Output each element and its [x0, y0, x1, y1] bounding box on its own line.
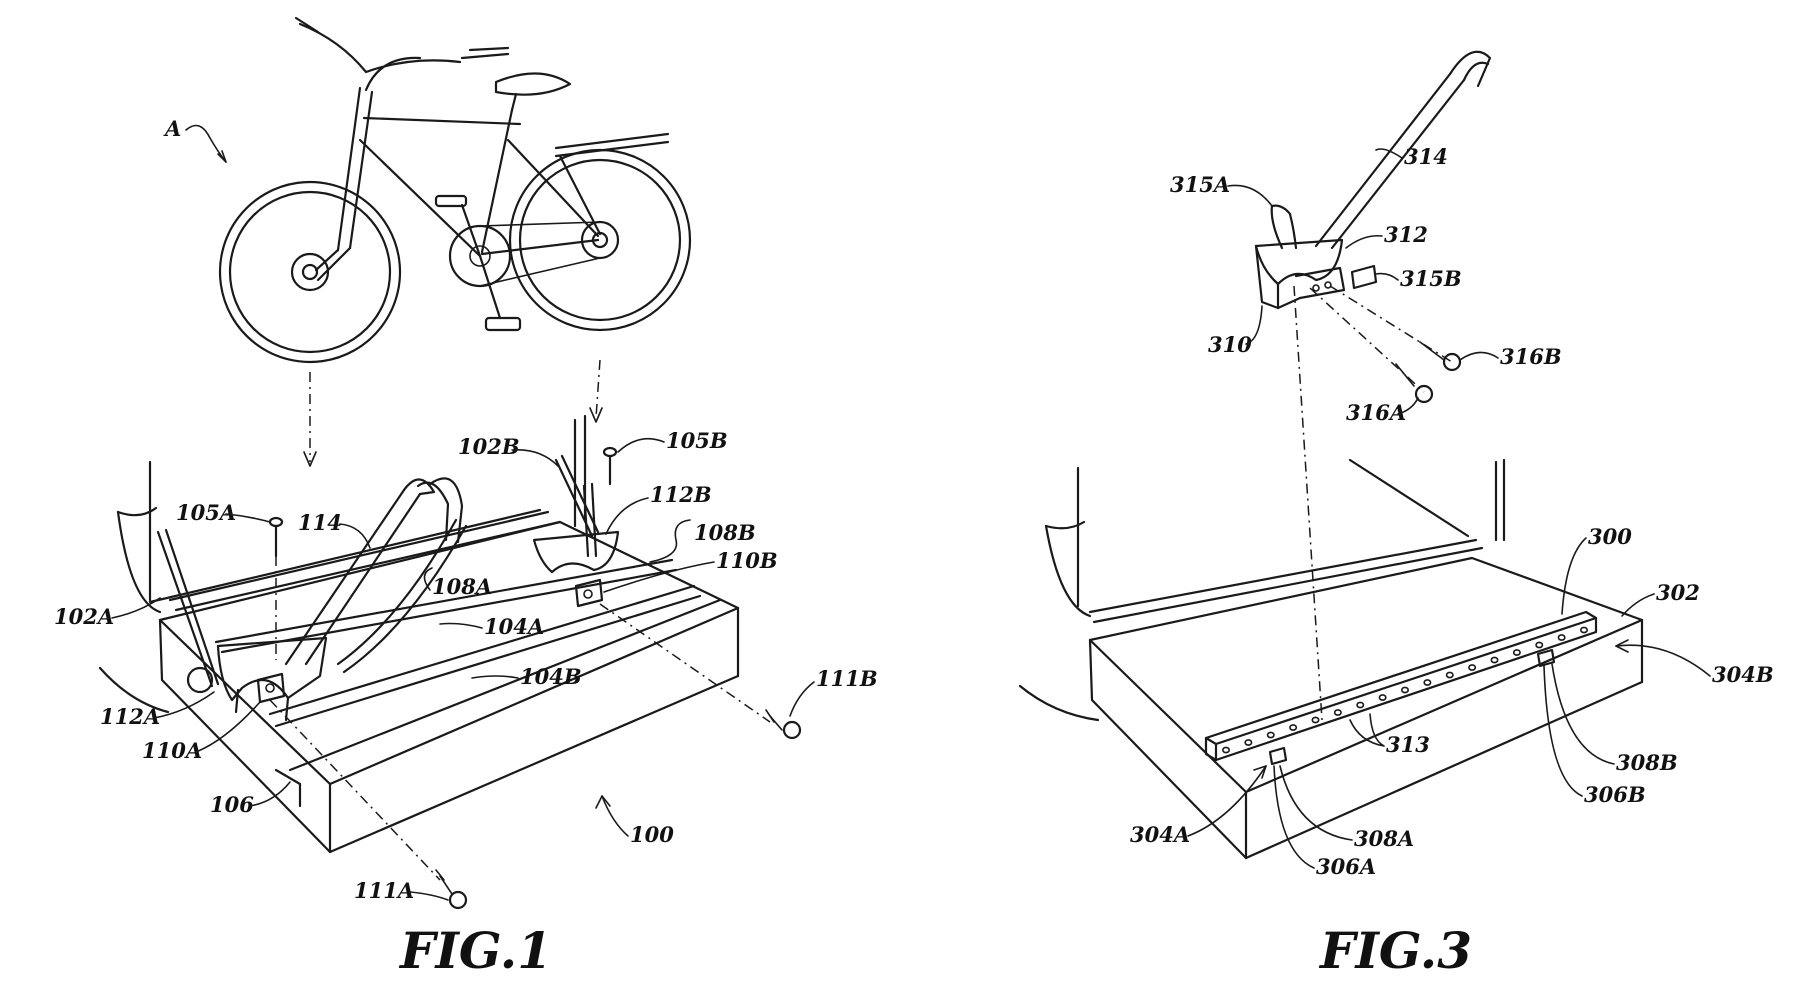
leader-111b	[790, 682, 814, 716]
rail-hole	[1536, 642, 1542, 647]
label-111b: 111B	[816, 666, 878, 691]
leader-114	[340, 524, 370, 548]
leader-105b	[618, 439, 664, 452]
label-112a: 112A	[100, 704, 160, 729]
rail-hole	[1558, 635, 1564, 640]
leader-316b	[1460, 352, 1498, 360]
vehicle-body-1	[100, 416, 585, 712]
leader-304a	[1188, 766, 1266, 836]
label-316a: 316A	[1346, 400, 1406, 425]
leader-302	[1622, 594, 1654, 616]
rail-hole	[1245, 740, 1251, 745]
label-308b: 308B	[1616, 750, 1678, 775]
label-313: 313	[1386, 732, 1430, 757]
mount-306a	[1270, 748, 1286, 764]
leader-104b	[472, 676, 518, 678]
label-102a: 102A	[54, 604, 114, 629]
label-304a: 304A	[1130, 822, 1190, 847]
leader-315b	[1376, 274, 1398, 280]
leader-110a	[196, 702, 260, 752]
figure-3-title: FIG.3	[1318, 921, 1472, 980]
leader-112b	[606, 498, 648, 534]
label-108b: 108B	[694, 520, 756, 545]
leader-306b	[1544, 666, 1582, 796]
pin-105b-head	[604, 448, 616, 456]
label-104b: 104B	[520, 664, 582, 689]
key-path-316b	[1330, 286, 1452, 362]
label-306b: 306B	[1584, 782, 1646, 807]
label-108a: 108A	[432, 574, 492, 599]
rail-hole	[1357, 702, 1363, 707]
leader-308b	[1552, 664, 1614, 764]
key-111b-path	[600, 604, 770, 722]
leader-306a	[1274, 766, 1314, 868]
label-312: 312	[1384, 222, 1428, 247]
rail-hole	[1402, 687, 1408, 692]
label-111a: 111A	[354, 878, 414, 903]
leader-112a	[154, 692, 214, 718]
label-308a: 308A	[1354, 826, 1414, 851]
rail-hole	[1424, 680, 1430, 685]
bicycle	[208, 18, 690, 374]
leader-104a	[440, 624, 482, 629]
label-bicycle: A	[163, 116, 181, 141]
label-314: 314	[1404, 144, 1448, 169]
label-105a: 105A	[176, 500, 236, 525]
arrowhead-100	[596, 796, 610, 808]
rail-hole	[1514, 650, 1520, 655]
rail-hole	[1581, 627, 1587, 632]
key-111a-path	[270, 700, 440, 880]
label-304b: 304B	[1712, 662, 1774, 687]
rail-hole	[1379, 695, 1385, 700]
vehicle-body-3	[1020, 460, 1504, 720]
label-112b: 112B	[650, 482, 712, 507]
label-300: 300	[1588, 524, 1632, 549]
label-114: 114	[298, 510, 342, 535]
leader-106	[250, 782, 290, 806]
bracket-108b	[650, 520, 690, 562]
label-315a: 315A	[1170, 172, 1230, 197]
label-110a: 110A	[142, 738, 202, 763]
key-316b	[1420, 342, 1460, 370]
key-111b	[766, 710, 800, 738]
platform-302	[1090, 558, 1642, 858]
rail-hole	[1312, 717, 1318, 722]
label-110b: 110B	[716, 548, 778, 573]
rail-hole	[1469, 665, 1475, 670]
rail-hole	[1223, 747, 1229, 752]
leader-315a	[1228, 185, 1272, 206]
leader-313	[1350, 714, 1384, 746]
label-105b: 105B	[666, 428, 728, 453]
figure-1-title: FIG.1	[398, 921, 552, 980]
drop-line-bracket	[1294, 286, 1322, 720]
label-316b: 316B	[1500, 344, 1562, 369]
label-104a: 104A	[484, 614, 544, 639]
label-306a: 306A	[1316, 854, 1376, 879]
rail-hole	[1268, 732, 1274, 737]
leader-304b	[1616, 645, 1710, 676]
leader-300	[1562, 538, 1586, 614]
drop-line-rear	[596, 360, 600, 418]
figure-3: 314 315A 312 315B 310 316B 316A 300 302 …	[1020, 52, 1774, 980]
figure-1: A	[54, 18, 878, 980]
rail-hole	[1491, 657, 1497, 662]
rail-hole	[1447, 672, 1453, 677]
label-100: 100	[630, 822, 674, 847]
leader-312	[1346, 236, 1382, 248]
label-106: 106	[210, 792, 254, 817]
pin-105a-head	[270, 518, 282, 526]
leader-308a	[1280, 766, 1352, 840]
rail-hole	[1335, 710, 1341, 715]
key-111a	[436, 870, 466, 908]
leader-111a	[410, 892, 448, 900]
label-102b: 102B	[458, 434, 520, 459]
rail-hole	[1290, 725, 1296, 730]
label-315b: 315B	[1400, 266, 1462, 291]
label-302: 302	[1656, 580, 1700, 605]
